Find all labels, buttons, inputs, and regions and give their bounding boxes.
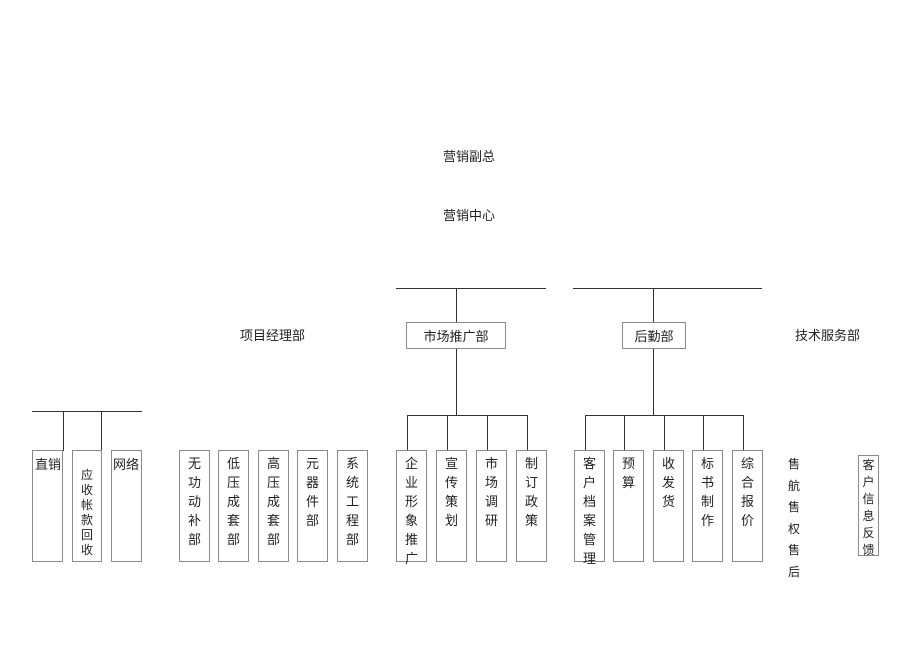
market-down-stem (456, 349, 457, 415)
network-label: 网络 (113, 458, 140, 473)
logistics-unit-1: 客户档案管理 (574, 450, 605, 567)
left-drop-2 (101, 411, 102, 451)
left-drop-1 (63, 411, 64, 451)
logistics-drop-5 (743, 415, 744, 450)
logistics-unit-3: 收发货 (653, 450, 684, 562)
project-unit-2-label: 低压成套部 (226, 457, 240, 548)
market-unit-3-label: 市场调研 (484, 457, 498, 529)
logistics-drop-3 (664, 415, 665, 450)
project-unit-1-label: 无功动补部 (187, 457, 201, 548)
direct-sales-label: 直销 (35, 458, 62, 473)
market-drop-2 (447, 415, 448, 450)
market-top-line (396, 288, 546, 289)
project-unit-5-label: 系统工程部 (345, 457, 359, 548)
market-drop-1 (407, 415, 408, 450)
project-unit-3: 高压成套部 (258, 450, 289, 562)
feedback-label: 客户信息反馈 (862, 458, 875, 557)
market-drop-3 (487, 415, 488, 450)
tech-dept-label: 技术服务部 (795, 329, 861, 344)
logistics-drop-1 (585, 415, 586, 450)
market-unit-1-label: 企业形象推广 (404, 457, 418, 567)
market-unit-2-label: 宣传策划 (444, 457, 458, 529)
logistics-unit-2: 预算 (613, 450, 644, 562)
project-unit-3-label: 高压成套部 (266, 457, 280, 548)
market-stem (456, 288, 457, 322)
market-unit-4: 制订政策 (516, 450, 547, 562)
project-unit-5: 系统工程部 (337, 450, 368, 562)
logistics-stem (653, 288, 654, 322)
market-unit-1: 企业形象推广 (396, 450, 427, 567)
project-dept-label: 项目经理部 (240, 329, 306, 344)
receivable-box: 应收帐款回收 (72, 450, 102, 562)
project-unit-4: 元器件部 (297, 450, 328, 562)
network-box: 网络 (111, 450, 142, 562)
feedback-box: 客户信息反馈 (858, 455, 879, 557)
market-dept-box: 市场推广部 (406, 322, 506, 349)
logistics-unit-2-label: 预算 (621, 457, 635, 491)
center-title: 营销中心 (443, 209, 496, 224)
market-bus-line (407, 415, 527, 416)
logistics-unit-1-label: 客户档案管理 (582, 457, 596, 567)
project-unit-2: 低压成套部 (218, 450, 249, 562)
market-dept-label: 市场推广部 (423, 330, 489, 345)
logistics-dept-label: 后勤部 (634, 330, 674, 345)
logistics-drop-4 (703, 415, 704, 450)
vp-title: 营销副总 (443, 150, 496, 165)
logistics-dept-box: 后勤部 (622, 322, 686, 349)
left-top-line (32, 411, 142, 412)
market-drop-4 (527, 415, 528, 450)
logistics-unit-4: 标书制作 (692, 450, 723, 562)
after-sales-label: 售航售权售后 (787, 457, 800, 579)
logistics-unit-5: 综合报价 (732, 450, 763, 562)
logistics-unit-5-label: 综合报价 (740, 457, 754, 529)
logistics-unit-4-label: 标书制作 (700, 457, 714, 529)
market-unit-2: 宣传策划 (436, 450, 467, 562)
logistics-unit-3-label: 收发货 (661, 457, 675, 510)
receivable-label: 应收帐款回收 (80, 468, 93, 557)
logistics-down-stem (653, 349, 654, 415)
market-unit-3: 市场调研 (476, 450, 507, 562)
project-unit-4-label: 元器件部 (305, 457, 319, 529)
project-unit-1: 无功动补部 (179, 450, 210, 562)
logistics-top-line (573, 288, 762, 289)
direct-sales-box: 直销 (32, 450, 63, 562)
market-unit-4-label: 制订政策 (524, 457, 538, 529)
logistics-drop-2 (624, 415, 625, 450)
